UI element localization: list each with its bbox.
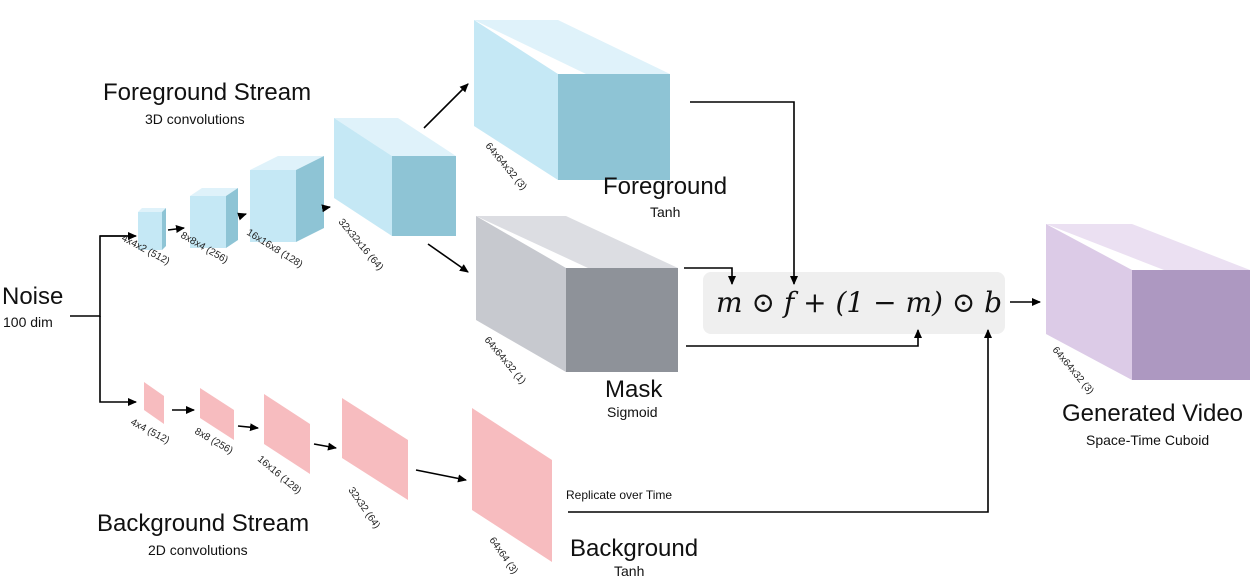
bg-layer-1-label: 4x4 (512) xyxy=(129,417,171,447)
fg-layer-3-cuboid xyxy=(250,156,324,242)
bg-layer-4-label: 32x32 (64) xyxy=(346,485,382,530)
output-title: Generated Video xyxy=(1062,400,1243,427)
bg-arrow-2 xyxy=(237,423,259,432)
fg-layer-1-cuboid xyxy=(138,208,166,250)
mask-to-formula-arrow xyxy=(684,267,736,285)
fg-arrow-to-foreground xyxy=(423,83,469,129)
output-cuboid xyxy=(1046,224,1250,380)
foreground-stream-subtitle: 3D convolutions xyxy=(145,111,245,127)
foreground-title: Foreground xyxy=(603,173,727,200)
bg-layer-4-plane xyxy=(342,398,408,500)
noise-subtitle: 100 dim xyxy=(3,314,53,330)
mask-to-formula-arrow-2 xyxy=(686,329,922,347)
fg-arrow-2 xyxy=(237,212,247,221)
noise-branch-line-down xyxy=(99,316,137,406)
noise-branch-line xyxy=(70,235,130,317)
background-activation: Tanh xyxy=(614,563,644,579)
bg-layer-1-plane xyxy=(144,382,164,424)
mask-cuboid xyxy=(476,216,678,372)
foreground-activation: Tanh xyxy=(650,204,680,220)
bg-layer-2-plane xyxy=(200,388,234,440)
background-title: Background xyxy=(570,535,698,562)
fg-arrow-to-mask xyxy=(427,243,469,273)
mask-title: Mask xyxy=(605,376,663,403)
bg-arrow-4 xyxy=(415,469,467,483)
formula-text: m ⊙ f + (1 − m) ⊙ b xyxy=(716,286,1002,319)
formula-box xyxy=(703,272,1005,334)
fg-layer-2-cuboid xyxy=(190,188,238,248)
bg-arrow-3 xyxy=(313,442,337,451)
output-subtitle: Space-Time Cuboid xyxy=(1086,432,1209,448)
foreground-to-formula-arrow xyxy=(690,101,798,285)
mask-activation: Sigmoid xyxy=(607,404,658,420)
replicate-label: Replicate over Time xyxy=(566,488,672,502)
foreground-cuboid xyxy=(474,20,670,180)
background-to-formula-arrow xyxy=(568,329,992,513)
bg-layer-5-plane xyxy=(472,408,552,562)
foreground-stream-title: Foreground Stream xyxy=(103,79,311,106)
background-stream-title: Background Stream xyxy=(97,510,309,537)
noise-title: Noise xyxy=(2,283,63,310)
background-stream-subtitle: 2D convolutions xyxy=(148,542,248,558)
fg-arrow-1 xyxy=(167,225,185,233)
bg-layer-3-plane xyxy=(264,394,310,474)
fg-layer-4-cuboid xyxy=(334,118,456,236)
bg-layer-5-label: 64x64 (3) xyxy=(487,535,520,576)
fg-arrow-3 xyxy=(321,204,331,213)
